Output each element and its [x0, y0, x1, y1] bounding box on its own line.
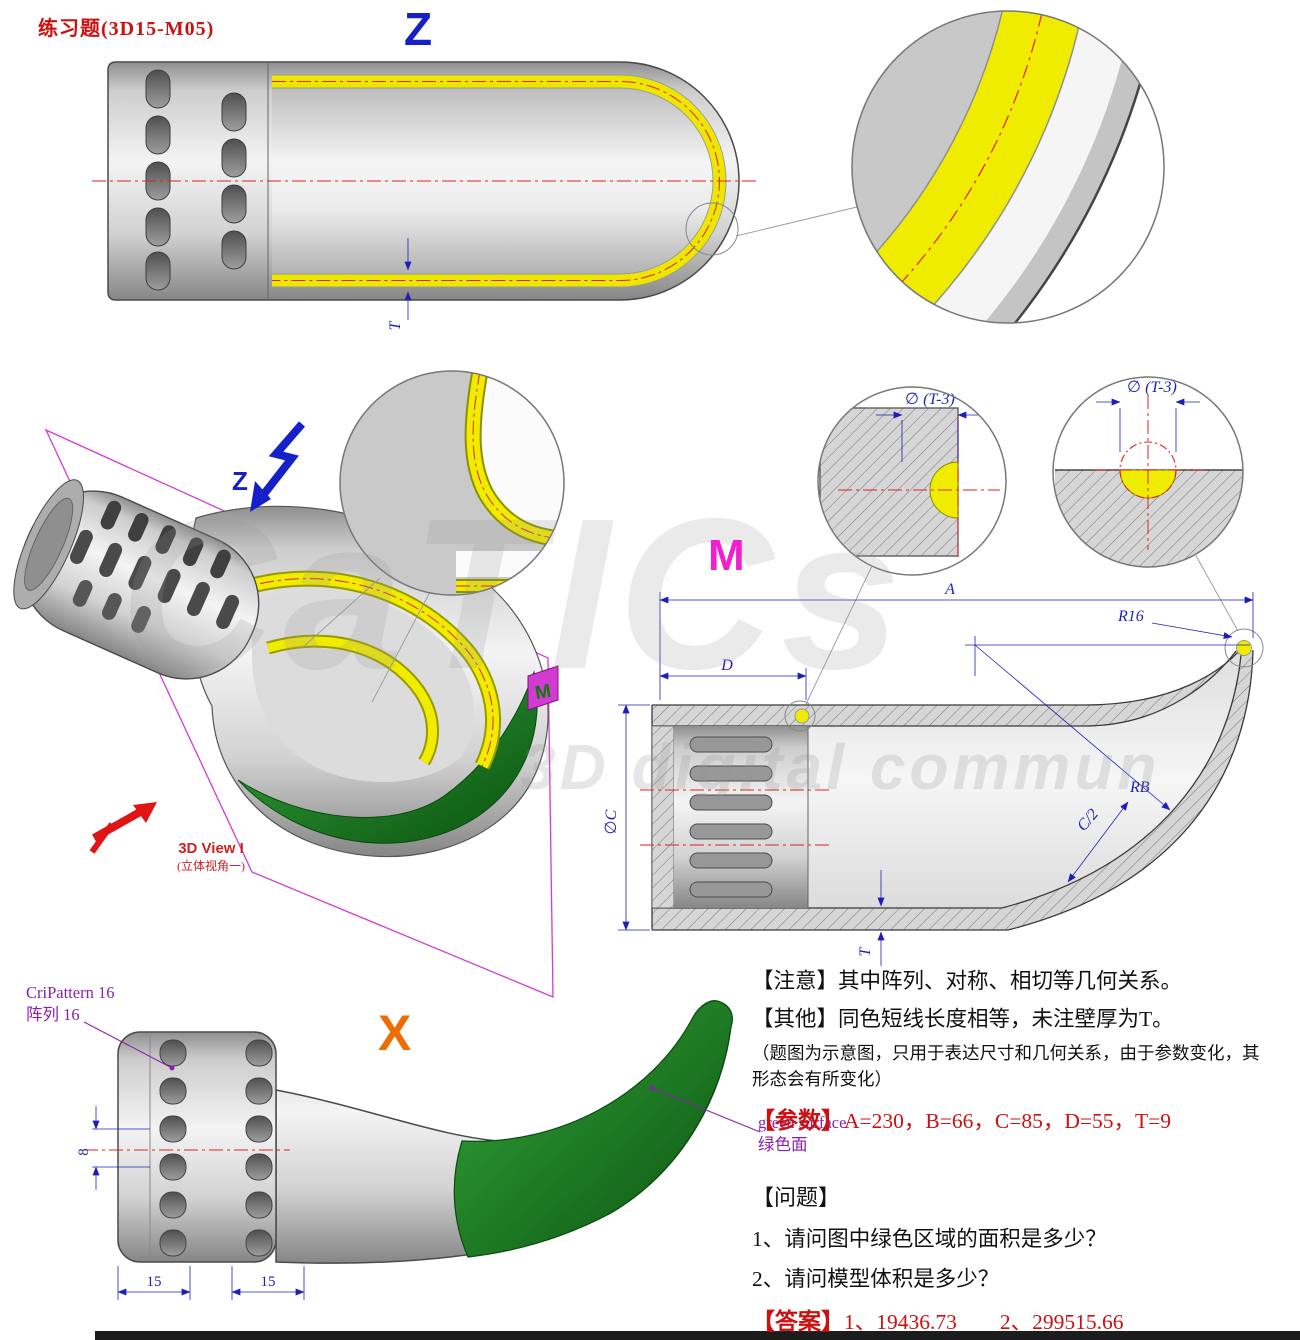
dim-phi-c: ∅C [603, 704, 650, 931]
slot-pattern-x [159, 1039, 273, 1257]
z-view: T [92, 61, 858, 330]
detail-view-bead-left: ∅ (T-3) [817, 386, 1007, 576]
view-label-z: Z [404, 3, 433, 55]
bottom-bar [95, 1331, 1300, 1340]
green-surface-x [453, 1000, 733, 1258]
annotation-leaders [83, 1021, 761, 1133]
dim-15a-label: 15 [147, 1274, 162, 1290]
dim-d-label: D [720, 657, 733, 674]
answer-value: 1、19436.73 2、299515.66 [844, 1310, 1124, 1334]
slot-pattern-top [145, 69, 247, 291]
dim-15b-label: 15 [261, 1274, 276, 1290]
answer-label: 【答案】 [752, 1309, 844, 1334]
detail-indicator-circle [1224, 628, 1264, 668]
slotted-cylinder-3d [13, 479, 260, 680]
view3d-subtitle: (立体视角一) [177, 859, 245, 873]
dim-15s: 15 15 [117, 1266, 305, 1300]
note-other: 【其他】同色短线长度相等，未注壁厚为T。 [752, 1007, 1174, 1031]
dim-r16: R16 [1117, 608, 1233, 640]
questions-block: 【问题】 1、请问图中绿色区域的面积是多少？ 2、请问模型体积是多少？ 【答案】… [752, 1180, 1297, 1336]
cripattern-cn: 阵列 16 [26, 1005, 80, 1025]
view-label-x: X [378, 1005, 412, 1061]
m-view: RB A D ∅C R16 C/2 [603, 553, 1264, 966]
cylinder-face [674, 726, 808, 908]
question-title: 【问题】 [752, 1185, 841, 1210]
green-surface-3d [237, 670, 538, 844]
annotation-cripattern: CriPattern 16 阵列 16 [26, 982, 114, 1027]
detail-indicator-circle [685, 202, 739, 256]
x-axis-arrow [89, 802, 157, 854]
note-disclaimer: （题图为示意图，只用于表达尺寸和几何关系，由于参数变化，其形态会有所变化） [752, 1043, 1260, 1090]
question-2: 2、请问模型体积是多少？ [752, 1267, 1000, 1291]
view3d-label: 3D View I (立体视角一) [124, 840, 298, 874]
parameters-line: 【参数】A=230，B=66，C=85，D=55，T=9 [752, 1101, 1297, 1135]
view-label-m: M [708, 531, 745, 580]
slotted-cylinder-x [117, 1031, 277, 1263]
dim-phi-t3-right: ∅ (T-3) [1127, 379, 1177, 396]
yellow-rim-inner [266, 636, 438, 765]
detail-circle-outline [1052, 376, 1244, 568]
view3d-title: 3D View I [178, 840, 244, 857]
dim-r16-label: R16 [1117, 608, 1144, 625]
cripattern-en: CriPattern 16 [26, 983, 115, 1002]
bead-junction [794, 708, 810, 724]
detail-view-cap [851, 10, 1165, 324]
arrowhead [250, 481, 271, 512]
dim-d: D [659, 657, 807, 700]
m-section-flag: M [527, 665, 559, 711]
x-view: 8 15 15 [76, 1000, 761, 1300]
dim-pitch-8: 8 [76, 1106, 150, 1190]
dim-phi-t3-left: ∅ (T-3) [905, 391, 955, 408]
annotation-green-surface: green surface 绿色面 [758, 1112, 846, 1157]
dim-a: A [659, 581, 1254, 700]
parameters-label: 【参数】 [752, 1107, 844, 1133]
detail-circle-outline [851, 10, 1165, 324]
left-wall-section [651, 725, 675, 909]
dim-t-m-label: T [857, 946, 874, 956]
answer-line: 【答案】1、19436.73 2、299515.66 [752, 1302, 1297, 1336]
green-surface-en: green surface [758, 1113, 847, 1132]
detail-circle-outline [339, 370, 565, 596]
dim-a-label: A [944, 581, 955, 598]
bead-tip [1236, 640, 1252, 656]
dim-rb-label: RB [1129, 779, 1150, 796]
parameters-value: A=230，B=66，C=85，D=55，T=9 [844, 1108, 1171, 1133]
note-attention: 【注意】其中阵列、对称、相切等几何关系。 [752, 969, 1183, 993]
dim-phi-c-label: ∅C [603, 809, 620, 834]
z-axis-arrow: Z [232, 421, 306, 512]
dim-t-top: T [387, 238, 412, 330]
detail-view-bead-right: ∅ (T-3) [1052, 376, 1244, 568]
dim-t-label: T [387, 320, 404, 330]
notes-block: 【注意】其中阵列、对称、相切等几何关系。 【其他】同色短线长度相等，未注壁厚为T… [752, 964, 1297, 1135]
dim-8-label: 8 [76, 1148, 92, 1156]
m-flag-label: M [533, 681, 552, 704]
z-axis-label: Z [232, 466, 248, 496]
dim-t-m: T [857, 870, 885, 966]
slot-pattern-m [689, 736, 773, 898]
detail-indicator-circle [784, 700, 816, 732]
detail-view-corner [301, 370, 565, 703]
page-title: 练习题(3D15-M05) [38, 18, 215, 40]
green-surface-cn: 绿色面 [758, 1135, 808, 1155]
detail-circle-outline [817, 386, 1007, 576]
question-1: 1、请问图中绿色区域的面积是多少？ [752, 1227, 1107, 1251]
